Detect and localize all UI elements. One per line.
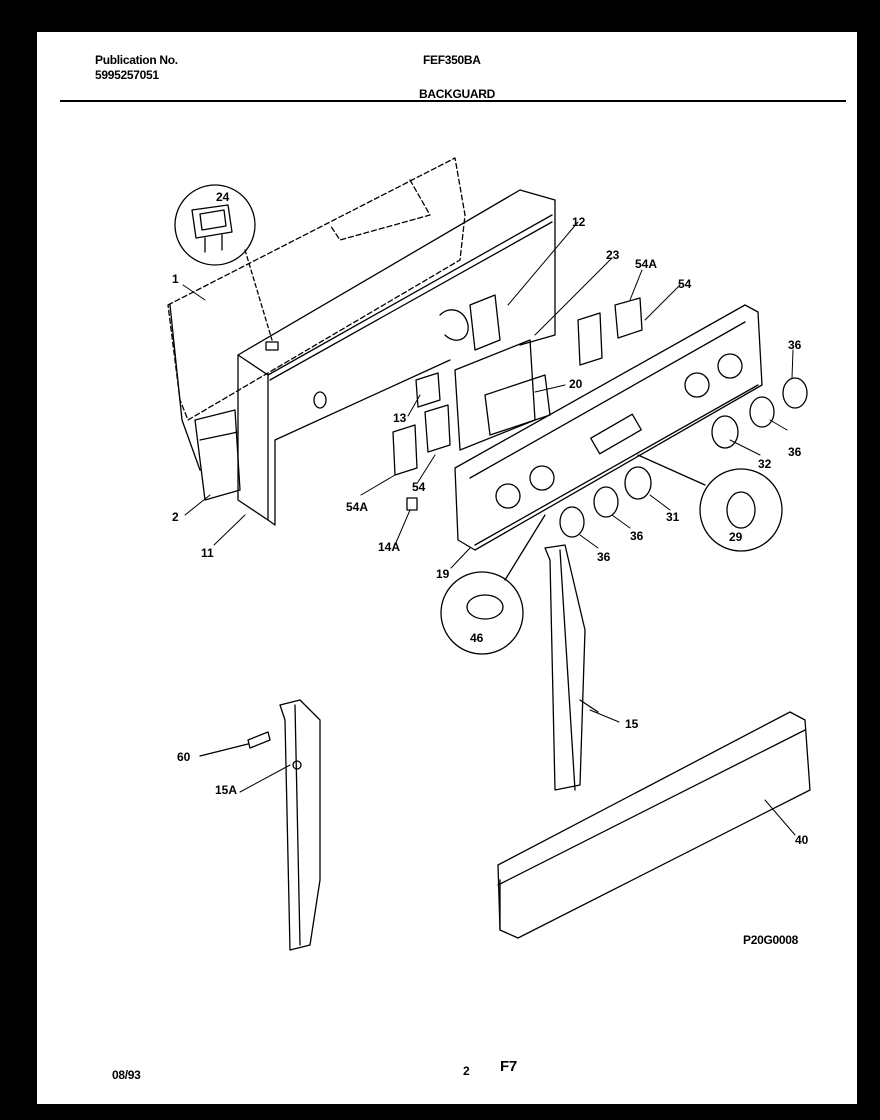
switch-part-13 bbox=[415, 372, 441, 408]
knob-detail-part-46 bbox=[440, 514, 546, 655]
header-rule bbox=[60, 100, 846, 102]
wiring-part-12 bbox=[439, 294, 501, 351]
knob-detail-part-29 bbox=[637, 454, 783, 552]
callout-29: 29 bbox=[729, 530, 743, 544]
trim-panel-part-40 bbox=[497, 711, 811, 939]
figure-number: F7 bbox=[500, 1058, 517, 1075]
callout-23: 23 bbox=[606, 248, 620, 262]
callout-14A: 14A bbox=[378, 540, 401, 554]
knob-part-36-d bbox=[559, 506, 585, 538]
callout-15A: 15A bbox=[215, 783, 238, 797]
publication-label: Publication No. bbox=[95, 53, 178, 67]
callout-54-upper: 54 bbox=[678, 277, 692, 291]
callout-24: 24 bbox=[216, 190, 230, 204]
diagram-sheet bbox=[37, 32, 857, 1104]
callout-2: 2 bbox=[172, 510, 179, 524]
knob-part-32 bbox=[711, 415, 739, 449]
model-number: FEF350BA bbox=[423, 53, 481, 67]
callout-54A-lower: 54A bbox=[346, 500, 369, 514]
bracket-part-2-rib bbox=[199, 431, 239, 441]
backguard-housing-part-11 bbox=[237, 189, 556, 526]
callout-46: 46 bbox=[470, 631, 484, 645]
callout-36-d: 36 bbox=[597, 550, 611, 564]
callout-12: 12 bbox=[572, 215, 586, 229]
knob-part-36-a bbox=[782, 377, 808, 409]
screw-part-60 bbox=[199, 731, 271, 757]
page-number: 2 bbox=[463, 1064, 470, 1078]
callout-20: 20 bbox=[569, 377, 583, 391]
callout-36-b: 36 bbox=[788, 445, 802, 459]
control-panel-part-19 bbox=[454, 304, 763, 551]
bracket-part-2 bbox=[194, 409, 241, 501]
revision-date: 08/93 bbox=[112, 1068, 141, 1082]
callout-32: 32 bbox=[758, 457, 772, 471]
callout-31: 31 bbox=[666, 510, 680, 524]
knob-part-36-c bbox=[593, 486, 619, 518]
callout-19: 19 bbox=[436, 567, 450, 581]
callout-54-lower: 54 bbox=[412, 480, 426, 494]
side-bracket-part-15 bbox=[544, 544, 599, 791]
callout-40: 40 bbox=[795, 833, 809, 847]
switch-detail-part-24 bbox=[174, 184, 273, 341]
knob-part-31 bbox=[624, 466, 652, 500]
switch-part-54-upper bbox=[614, 297, 643, 339]
rear-panel-edge bbox=[169, 304, 201, 471]
section-title: BACKGUARD bbox=[419, 87, 495, 101]
callout-60: 60 bbox=[177, 750, 191, 764]
callout-36-a: 36 bbox=[788, 338, 802, 352]
callout-15: 15 bbox=[625, 717, 639, 731]
side-bracket-part-15A bbox=[279, 699, 321, 951]
display-board-part-20 bbox=[454, 339, 551, 451]
knob-part-36-b bbox=[749, 396, 775, 428]
leader-lines bbox=[182, 221, 796, 836]
callout-1: 1 bbox=[172, 272, 179, 286]
callout-11: 11 bbox=[201, 546, 214, 560]
switch-part-54A-lower bbox=[392, 424, 418, 476]
switch-part-54A-upper bbox=[577, 312, 603, 366]
publication-number: 5995257051 bbox=[95, 68, 159, 82]
indicator-part-14A bbox=[406, 497, 418, 511]
callout-13: 13 bbox=[393, 411, 407, 425]
callout-36-c: 36 bbox=[630, 529, 644, 543]
drawing-code: P20G0008 bbox=[743, 933, 798, 947]
switch-part-54-lower bbox=[424, 404, 451, 453]
callout-54A-upper: 54A bbox=[635, 257, 658, 271]
